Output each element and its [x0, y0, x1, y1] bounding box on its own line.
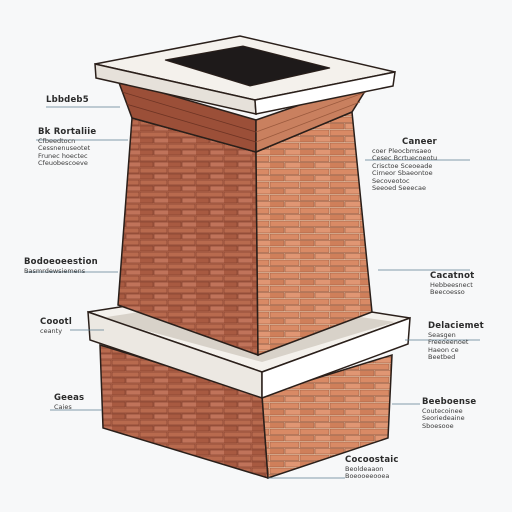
label-line: Cfbeedtocn: [38, 136, 76, 145]
label-line: Hebbeesnect: [430, 280, 473, 289]
label-line: Beetbed: [428, 353, 456, 362]
label-mid-right: Cacatnot Hebbeesnect Beecoesso: [430, 271, 475, 297]
label-title: Bodoeoeestion: [24, 257, 98, 267]
label-line: Boeooeeooea: [345, 472, 390, 481]
ledge-side-edge: [261, 316, 411, 400]
label-line: Beoldeaaon: [345, 464, 384, 473]
label-title: Lbbdeb5: [46, 95, 89, 105]
label-lower-left: Coootl ceanty: [40, 317, 72, 335]
label-top-right: Caneer coer Pleocbmsaeo Cesec Bcrtuecoeo…: [372, 137, 438, 193]
label-base-right: Beeboense Coutecoinee Seoriedeaine Sboes…: [422, 397, 477, 430]
label-lower-right: Delaciemet Seasgen Freeoeenoet Haeon ce …: [428, 321, 484, 362]
label-top-left: Lbbdeb5: [46, 95, 89, 106]
label-line: Cfeuobescoeve: [38, 159, 88, 168]
label-line: Frunec hoectec: [38, 151, 88, 160]
label-line: Seoriedeaine: [422, 414, 465, 423]
label-line: Seeoed Seeecae: [372, 184, 426, 193]
leader-lines: [26, 106, 480, 479]
corbel: [116, 78, 374, 154]
label-line: Freeoeenoet: [428, 338, 469, 347]
cap-side-edge: [254, 71, 396, 115]
label-line: Crisctoe Sceoeade: [372, 161, 433, 170]
label-base-left: Geeas Caies: [54, 393, 85, 411]
label-title: Caneer: [402, 137, 437, 147]
flue-opening: [164, 45, 331, 87]
label-line: Beecoesso: [430, 288, 465, 297]
label-line: Cesec Bcrtuecoeotu: [372, 154, 438, 163]
label-title: Bk Rortaliie: [38, 127, 97, 137]
label-line: Cirneor Sbaeontoe: [372, 169, 433, 178]
label-bottom: Cocoostaic Beoldeaaon Boeooeeooea: [345, 455, 399, 481]
label-line: Caies: [54, 402, 72, 411]
label-title: Cacatnot: [430, 271, 475, 281]
label-title: Delaciemet: [428, 321, 484, 331]
label-line: Secoveotoc: [372, 176, 410, 185]
label-title: Geeas: [54, 393, 85, 403]
label-title: Beeboense: [422, 397, 477, 407]
stack-side-face: [255, 110, 373, 357]
crown-cap: [94, 35, 396, 115]
label-title: Coootl: [40, 317, 72, 327]
label-line: Cessnenuseotet: [38, 144, 91, 153]
label-line: Haeon ce: [428, 345, 459, 354]
label-title: Cocoostaic: [345, 455, 399, 465]
label-line: Seasgen: [428, 330, 456, 339]
chimney-stack: [117, 110, 373, 357]
label-line: Basmrdewsiemens: [24, 266, 86, 275]
label-line: Sboesooe: [422, 421, 454, 430]
label-line: ceanty: [40, 326, 63, 335]
label-line: coer Pleocbmsaeo: [372, 146, 432, 155]
label-upper-left: Bk Rortaliie Cfbeedtocn Cessnenuseotet F…: [38, 127, 97, 168]
label-line: Coutecoinee: [422, 406, 463, 415]
label-mid-left: Bodoeoeestion Basmrdewsiemens: [24, 257, 98, 275]
